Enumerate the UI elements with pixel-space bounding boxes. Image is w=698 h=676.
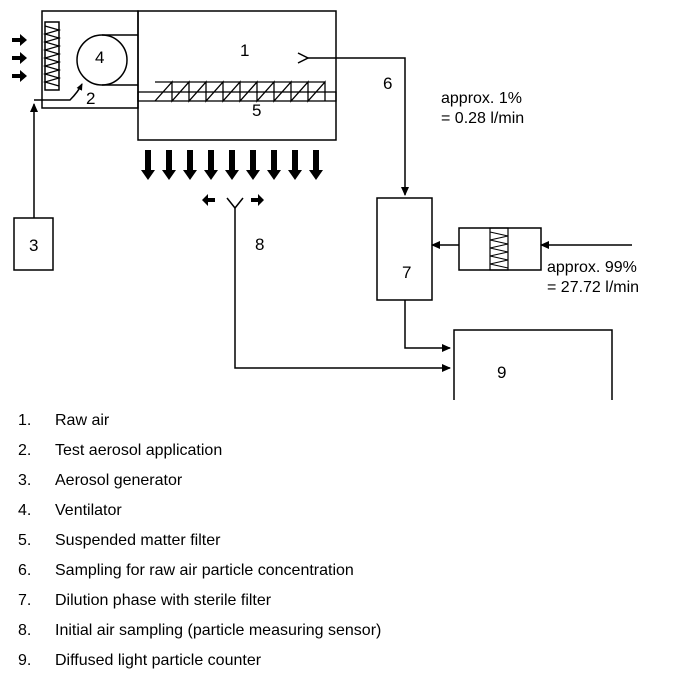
- legend-item: 9. Diffused light particle counter: [18, 646, 381, 676]
- legend-text: Sampling for raw air particle concentrat…: [55, 562, 354, 579]
- label-9: 9: [497, 363, 506, 382]
- initial-air-sampling-probe: [202, 194, 451, 372]
- legend-item: 2. Test aerosol application: [18, 436, 381, 466]
- sample-flow-note-line2: = 0.28 l/min: [441, 110, 524, 127]
- legend-number: 6.: [18, 562, 32, 579]
- legend-text: Diffused light particle counter: [55, 652, 262, 669]
- dilution-chamber-box: [376, 197, 433, 301]
- label-1: 1: [240, 41, 249, 60]
- legend-number: 5.: [18, 532, 32, 549]
- label-6: 6: [383, 74, 392, 93]
- dilution-to-counter-line: [404, 300, 451, 352]
- legend-number: 1.: [18, 412, 32, 429]
- legend-number: 4.: [18, 502, 32, 519]
- legend-text: Ventilator: [55, 502, 122, 519]
- label-8: 8: [255, 235, 264, 254]
- ventilator: [76, 34, 138, 86]
- legend-number: 9.: [18, 652, 32, 669]
- label-5: 5: [252, 101, 261, 120]
- particle-counter-box: [453, 329, 613, 400]
- legend-number: 3.: [18, 472, 32, 489]
- legend-text: Raw air: [55, 412, 110, 429]
- test-setup-diagram: 1 2 3 4 5 6 7 8 9 approx. 1% = 0.28 l/mi…: [12, 10, 639, 400]
- legend-item: 8. Initial air sampling (particle measuri…: [18, 616, 381, 646]
- dilution-flow-note-line2: = 27.72 l/min: [547, 279, 639, 296]
- aerosol-supply-line: [30, 83, 83, 218]
- inlet-airflow-arrows: [12, 34, 27, 82]
- label-3: 3: [29, 236, 38, 255]
- legend-item: 4. Ventilator: [18, 496, 381, 526]
- legend-item: 5. Suspended matter filter: [18, 526, 381, 556]
- suspended-matter-filter: [137, 80, 337, 103]
- legend-number: 2.: [18, 442, 32, 459]
- label-7: 7: [402, 263, 411, 282]
- legend-number: 8.: [18, 622, 32, 639]
- dilution-flow-note-line1: approx. 99%: [547, 259, 637, 276]
- sterile-filter: [431, 227, 632, 271]
- legend-text: Test aerosol application: [55, 442, 223, 459]
- label-2: 2: [86, 89, 95, 108]
- legend-item: 6. Sampling for raw air particle concentr…: [18, 556, 381, 586]
- label-4: 4: [95, 48, 104, 67]
- legend-number: 7.: [18, 592, 32, 609]
- aerosol-generator-box: [13, 217, 54, 271]
- main-duct: [137, 10, 337, 141]
- legend-text: Dilution phase with sterile filter: [55, 592, 272, 609]
- legend-text: Initial air sampling (particle measuring…: [55, 622, 382, 639]
- legend-item: 7. Dilution phase with sterile filter: [18, 586, 381, 616]
- legend-item: 3. Aerosol generator: [18, 466, 381, 496]
- legend-item: 1. Raw air: [18, 406, 381, 436]
- legend-list: 1. Raw air 2. Test aerosol application 3. A…: [18, 406, 381, 676]
- outlet-airflow-arrows: [141, 150, 323, 180]
- sample-flow-note-line1: approx. 1%: [441, 90, 522, 107]
- legend-text: Suspended matter filter: [55, 532, 221, 549]
- raw-air-sampling-probe: [297, 52, 409, 196]
- legend-text: Aerosol generator: [55, 472, 183, 489]
